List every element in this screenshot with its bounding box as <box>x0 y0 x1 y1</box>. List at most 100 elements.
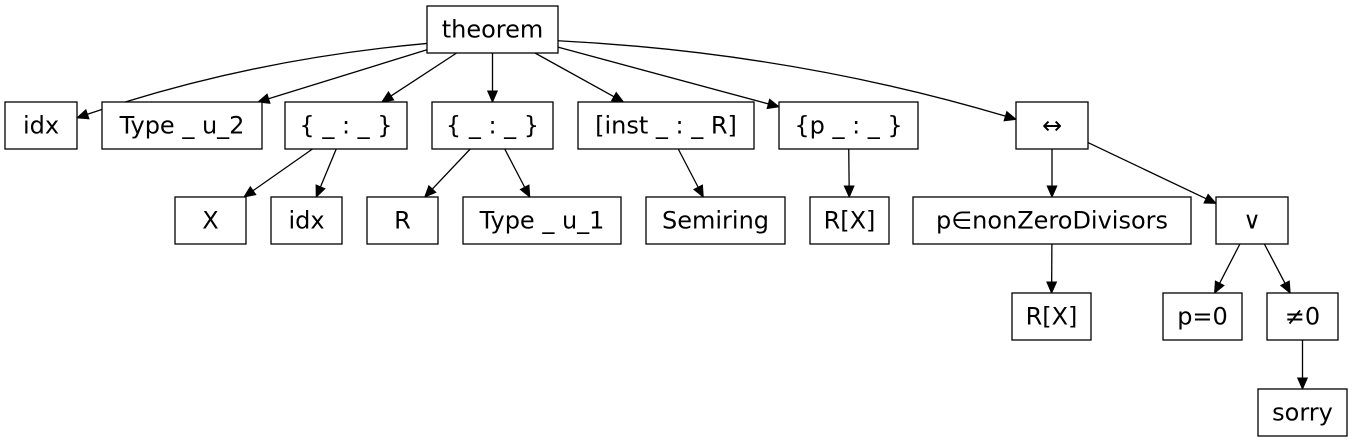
arrowhead <box>610 91 625 103</box>
node-binder-p: {p _ : _ } <box>778 101 919 150</box>
node-binder-x: { _ : _ } <box>284 101 408 150</box>
arrowhead <box>1046 281 1058 295</box>
node-box <box>284 101 408 150</box>
edge-theorem-to-binder_p <box>557 46 781 110</box>
node-box <box>270 196 343 245</box>
node-label: R <box>394 207 411 235</box>
node-box <box>1015 101 1089 150</box>
edge-line <box>319 148 337 188</box>
node-p-eq-0: p=0 <box>1162 292 1243 341</box>
node-iff: ↔ <box>1015 101 1089 150</box>
node-rx-1: R[X] <box>809 196 890 245</box>
arrowhead <box>1003 110 1018 122</box>
node-box <box>426 5 559 54</box>
edge-mem_nonzero-to-rx_2 <box>1046 243 1058 295</box>
node-label: {p _ : _ } <box>794 112 902 140</box>
edge-iff-to-or <box>1087 142 1218 204</box>
arrowhead <box>242 185 257 198</box>
edge-line <box>1263 243 1286 284</box>
edge-line <box>1219 243 1241 284</box>
node-label: R[X] <box>1026 303 1078 331</box>
node-label: idx <box>23 112 59 140</box>
node-label: p∈nonZeroDivisors <box>936 207 1168 235</box>
node-label: Type _ u_2 <box>119 112 245 140</box>
edge-line <box>504 148 526 188</box>
node-sorry: sorry <box>1257 388 1348 437</box>
node-box <box>645 196 786 245</box>
edge-or-to-ne_0 <box>1263 243 1291 295</box>
arrowhead <box>423 184 437 198</box>
edge-binder_r-to-type_u1 <box>504 148 531 199</box>
node-type-u2: Type _ u_2 <box>101 101 263 150</box>
arrowhead <box>75 108 90 120</box>
node-box <box>1266 292 1339 341</box>
arrowhead <box>1046 185 1058 199</box>
edge-line <box>252 148 313 192</box>
node-label: theorem <box>442 16 544 44</box>
node-box <box>809 196 890 245</box>
node-box <box>174 196 247 245</box>
node-box <box>366 196 439 245</box>
node-rx-2: R[X] <box>1011 292 1092 341</box>
nodes-layer: theorem idx Type _ u_2 { _ : _ } { _ : _ } [i… <box>4 5 1348 437</box>
node-binder-r: { _ : _ } <box>431 101 554 150</box>
node-box <box>101 101 263 150</box>
edge-or-to-p_eq_0 <box>1214 243 1241 295</box>
arrowhead <box>256 93 271 104</box>
node-box <box>4 101 78 150</box>
node-box <box>912 196 1192 245</box>
node-label: Semiring <box>662 207 769 235</box>
arrowhead <box>766 98 781 110</box>
node-label: [inst _ : _ R] <box>595 112 737 140</box>
node-label: Type _ u_1 <box>479 207 605 235</box>
edge-line <box>534 52 615 98</box>
edge-line <box>431 148 471 190</box>
edge-theorem-to-iff <box>557 40 1018 122</box>
edge-curve <box>557 40 1006 117</box>
arrowhead <box>380 91 395 103</box>
node-label: ∨ <box>1243 207 1261 235</box>
edge-iff-to-mem_nonzero <box>1046 149 1058 199</box>
arrowhead <box>843 185 855 199</box>
edge-line <box>390 52 457 97</box>
node-label: R[X] <box>824 207 876 235</box>
node-semiring: Semiring <box>645 196 786 245</box>
arrowhead <box>693 184 704 199</box>
edge-theorem-to-idx_1 <box>75 42 428 120</box>
node-label: p=0 <box>1177 303 1228 331</box>
node-label: ≠0 <box>1285 303 1320 331</box>
edges-layer <box>75 40 1309 391</box>
edge-ne_0-to-sorry <box>1296 340 1309 391</box>
node-inst-r: [inst _ : _ R] <box>577 101 755 150</box>
arrowhead <box>1203 193 1218 204</box>
edge-line <box>557 46 769 105</box>
node-box <box>1215 196 1289 245</box>
node-label: idx <box>288 207 324 235</box>
node-box <box>1257 388 1348 437</box>
node-ne-0: ≠0 <box>1266 292 1339 341</box>
node-x: X <box>174 196 247 245</box>
node-box <box>1011 292 1092 341</box>
edge-binder_p-to-rx_1 <box>843 148 855 199</box>
edge-theorem-to-inst_r <box>534 52 625 103</box>
arrowhead <box>519 184 531 199</box>
edge-binder_x-to-idx_2 <box>315 148 337 199</box>
edge-binder_r-to-r <box>423 148 471 198</box>
node-r: R <box>366 196 439 245</box>
node-idx-2: idx <box>270 196 343 245</box>
edge-theorem-to-binder_r <box>486 53 499 104</box>
node-type-u1: Type _ u_1 <box>462 196 622 245</box>
edge-line <box>1087 142 1207 200</box>
arrowhead <box>1296 377 1309 391</box>
node-label: { _ : _ } <box>446 112 539 140</box>
node-label: { _ : _ } <box>299 112 392 140</box>
node-label: ↔ <box>1042 112 1062 140</box>
arrowhead <box>1279 280 1291 295</box>
edge-binder_x-to-x <box>242 148 313 198</box>
node-label: X <box>202 207 218 235</box>
edge-line <box>677 148 699 188</box>
edge-line <box>268 49 428 100</box>
node-idx-1: idx <box>4 101 78 150</box>
edge-theorem-to-type_u2 <box>256 49 428 104</box>
